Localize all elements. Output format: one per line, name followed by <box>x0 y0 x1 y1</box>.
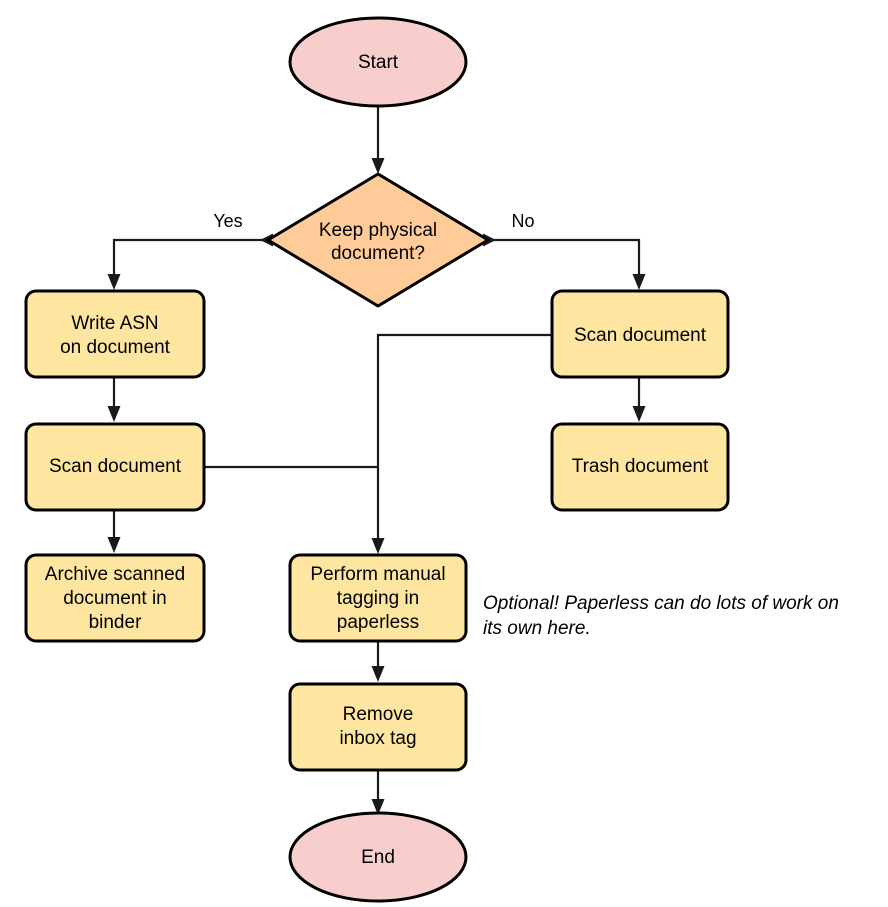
annotation-line2: its own here. <box>483 618 591 639</box>
edge-decision-yes-to-write-asn <box>107 233 273 290</box>
write-asn-label-line2: on document <box>60 337 171 358</box>
node-scan-document-right[interactable]: Scan document <box>550 289 730 379</box>
node-start[interactable]: Start <box>288 16 468 108</box>
annotation-line1: Optional! Paperless can do lots of work … <box>483 593 839 614</box>
edge-write-asn-to-scan-left <box>107 376 121 422</box>
start-ellipse[interactable] <box>288 16 468 108</box>
tagging-label-line1: Perform manual <box>310 564 445 585</box>
node-write-asn-on-document[interactable]: Write ASN on document <box>24 289 206 379</box>
end-ellipse[interactable] <box>288 811 468 903</box>
edge-scan-right-to-tagging <box>371 333 552 554</box>
node-trash-document[interactable]: Trash document <box>550 422 730 512</box>
edge-line <box>488 238 641 277</box>
edge-line <box>376 333 552 541</box>
edge-arrowhead <box>371 666 385 682</box>
trash-document-label: Trash document <box>572 456 709 477</box>
edge-arrowhead <box>371 158 385 174</box>
decision-label-line2: document? <box>331 243 425 264</box>
node-end[interactable]: End <box>288 811 468 903</box>
edge-scan-left-to-archive <box>107 508 121 553</box>
scan-document-left-box[interactable] <box>24 422 206 512</box>
end-label: End <box>361 847 395 868</box>
tagging-label-line2: tagging in <box>337 588 419 609</box>
write-asn-box[interactable] <box>24 289 206 379</box>
edge-remove-inbox-to-end <box>371 770 385 815</box>
tagging-label-line3: paperless <box>337 612 419 633</box>
decision-label-line1: Keep physical <box>319 220 437 241</box>
scan-document-right-box[interactable] <box>550 289 730 379</box>
archive-label-line1: Archive scanned <box>45 564 185 585</box>
write-asn-label-line1: Write ASN <box>71 313 158 334</box>
node-remove-inbox-tag[interactable]: Remove inbox tag <box>288 682 468 772</box>
start-label: Start <box>358 52 399 73</box>
scan-document-right-label: Scan document <box>574 325 707 346</box>
edge-arrowhead <box>632 406 646 422</box>
edge-arrowhead <box>632 274 646 290</box>
node-archive-scanned-document[interactable]: Archive scanned document in binder <box>24 553 206 643</box>
edge-arrowhead <box>107 406 121 422</box>
node-decision-keep-physical-document[interactable]: Keep physical document? <box>266 172 490 308</box>
edge-decision-no-to-scan-right <box>483 233 646 290</box>
edge-start-to-decision <box>371 107 385 174</box>
edge-label-yes: Yes <box>213 211 242 231</box>
edge-tagging-to-remove-inbox <box>371 640 385 682</box>
archive-label-line2: document in <box>63 588 167 609</box>
remove-inbox-box[interactable] <box>288 682 468 772</box>
node-scan-document-left[interactable]: Scan document <box>24 422 206 512</box>
edge-scan-right-to-trash <box>632 376 646 422</box>
edge-line <box>112 238 268 277</box>
archive-box[interactable] <box>24 553 206 643</box>
scan-document-left-label: Scan document <box>49 456 182 477</box>
edge-arrowhead <box>371 799 385 815</box>
edge-arrowhead <box>371 538 385 554</box>
trash-document-box[interactable] <box>550 422 730 512</box>
edge-label-no: No <box>511 211 534 231</box>
edge-arrowhead <box>107 537 121 553</box>
remove-inbox-label-line1: Remove <box>343 704 414 725</box>
node-perform-manual-tagging[interactable]: Perform manual tagging in paperless <box>288 553 468 643</box>
tagging-box[interactable] <box>288 553 468 643</box>
remove-inbox-label-line2: inbox tag <box>339 728 416 749</box>
annotation-optional-note: Optional! Paperless can do lots of work … <box>483 593 839 639</box>
edge-arrowhead <box>107 274 121 290</box>
decision-diamond[interactable] <box>266 172 490 308</box>
archive-label-line3: binder <box>89 612 142 633</box>
